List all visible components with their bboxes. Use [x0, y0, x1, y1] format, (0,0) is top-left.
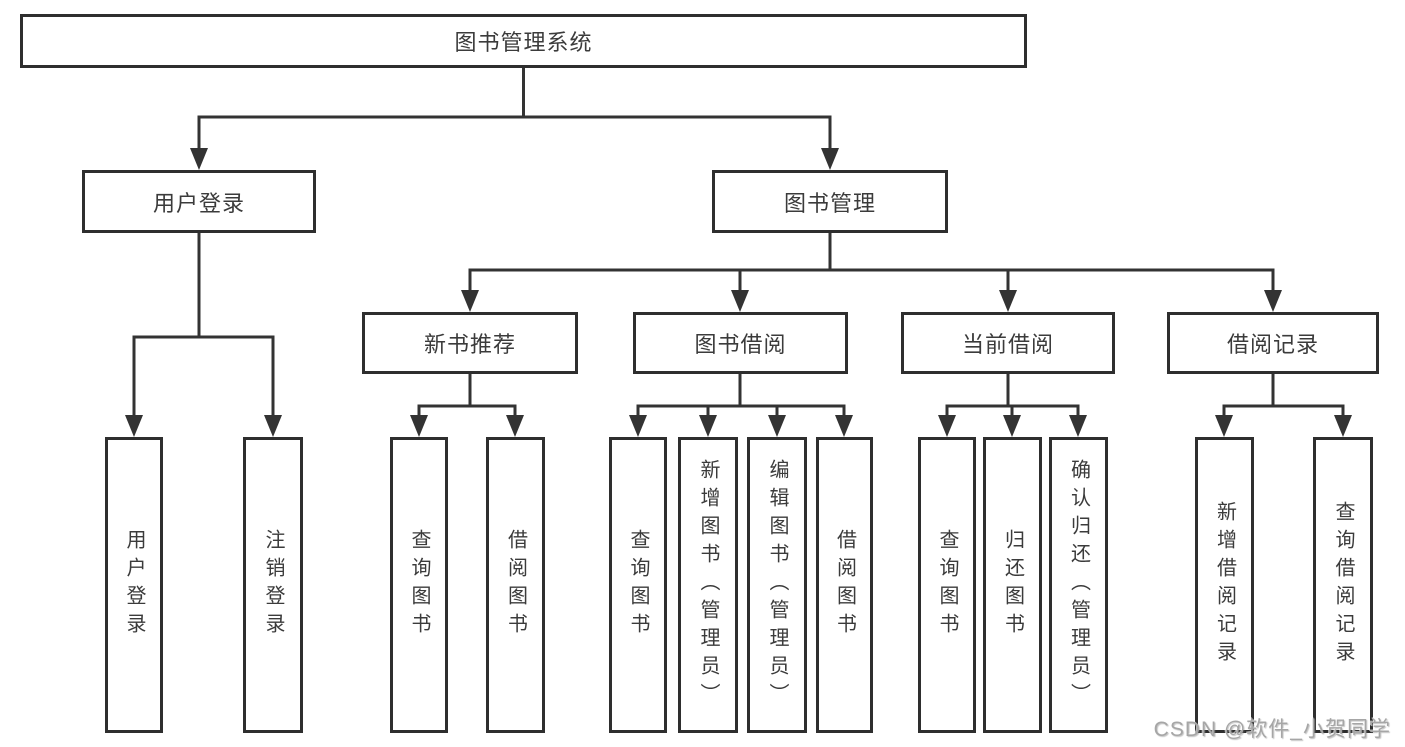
leaf-label: 新增图书（管理员）	[697, 459, 719, 711]
connector-current-borrowing-to-leaves	[938, 374, 1087, 437]
connector-root-to-branches	[190, 68, 839, 170]
node-new-book-recommendation: 新书推荐	[362, 312, 578, 374]
leaf-current-confirm-return-admin: 确认归还（管理员）	[1049, 437, 1108, 733]
leaf-current-query-books: 查询图书	[918, 437, 976, 733]
leaf-label: 借阅图书	[833, 529, 856, 641]
leaf-label: 确认归还（管理员）	[1067, 459, 1090, 711]
leaf-newbook-query-books: 查询图书	[390, 437, 448, 733]
leaf-borrow-borrow-books: 借阅图书	[816, 437, 873, 733]
leaf-borrow-add-books-admin: 新增图书（管理员）	[678, 437, 738, 733]
connector-book-management-to-groups	[461, 233, 1282, 312]
leaf-records-add-record: 新增借阅记录	[1195, 437, 1254, 733]
node-book-borrowing: 图书借阅	[633, 312, 848, 374]
leaf-label: 查询图书	[627, 529, 649, 641]
leaf-current-return-books: 归还图书	[983, 437, 1042, 733]
leaf-label: 注销登录	[262, 529, 284, 641]
connector-user-login-to-leaves	[125, 233, 282, 437]
node-label: 新书推荐	[423, 332, 516, 357]
leaf-label: 借阅图书	[504, 529, 527, 641]
leaf-newbook-borrow-books: 借阅图书	[486, 437, 545, 733]
leaf-label: 归还图书	[1001, 529, 1024, 641]
leaf-logout: 注销登录	[243, 437, 303, 733]
node-borrowing-records: 借阅记录	[1167, 312, 1379, 374]
node-label: 图书管理系统	[454, 30, 593, 55]
leaf-label: 查询图书	[936, 529, 958, 641]
node-current-borrowing: 当前借阅	[901, 312, 1115, 374]
node-label: 用户登录	[152, 190, 245, 216]
connector-book-borrowing-to-leaves	[629, 374, 853, 437]
leaf-label: 查询借阅记录	[1332, 501, 1354, 669]
leaf-label: 新增借阅记录	[1213, 501, 1236, 669]
leaf-user-login: 用户登录	[105, 437, 163, 733]
node-label: 当前借阅	[961, 332, 1054, 357]
leaf-borrow-query-books: 查询图书	[609, 437, 667, 733]
connector-borrow-records-to-leaves	[1215, 374, 1352, 437]
csdn-watermark: CSDN @软件_小贺同学	[1153, 718, 1391, 741]
leaf-records-query-record: 查询借阅记录	[1313, 437, 1373, 733]
leaf-label: 编辑图书（管理员）	[766, 459, 788, 711]
node-user-login: 用户登录	[82, 170, 316, 233]
node-label: 图书管理	[783, 190, 876, 216]
connector-new-book-to-leaves	[410, 374, 524, 437]
node-library-management-system: 图书管理系统	[20, 14, 1027, 68]
node-label: 图书借阅	[694, 332, 787, 357]
leaf-borrow-edit-books-admin: 编辑图书（管理员）	[747, 437, 807, 733]
leaf-label: 用户登录	[123, 529, 145, 641]
node-book-management: 图书管理	[712, 170, 948, 233]
leaf-label: 查询图书	[408, 529, 430, 641]
node-label: 借阅记录	[1226, 332, 1319, 357]
